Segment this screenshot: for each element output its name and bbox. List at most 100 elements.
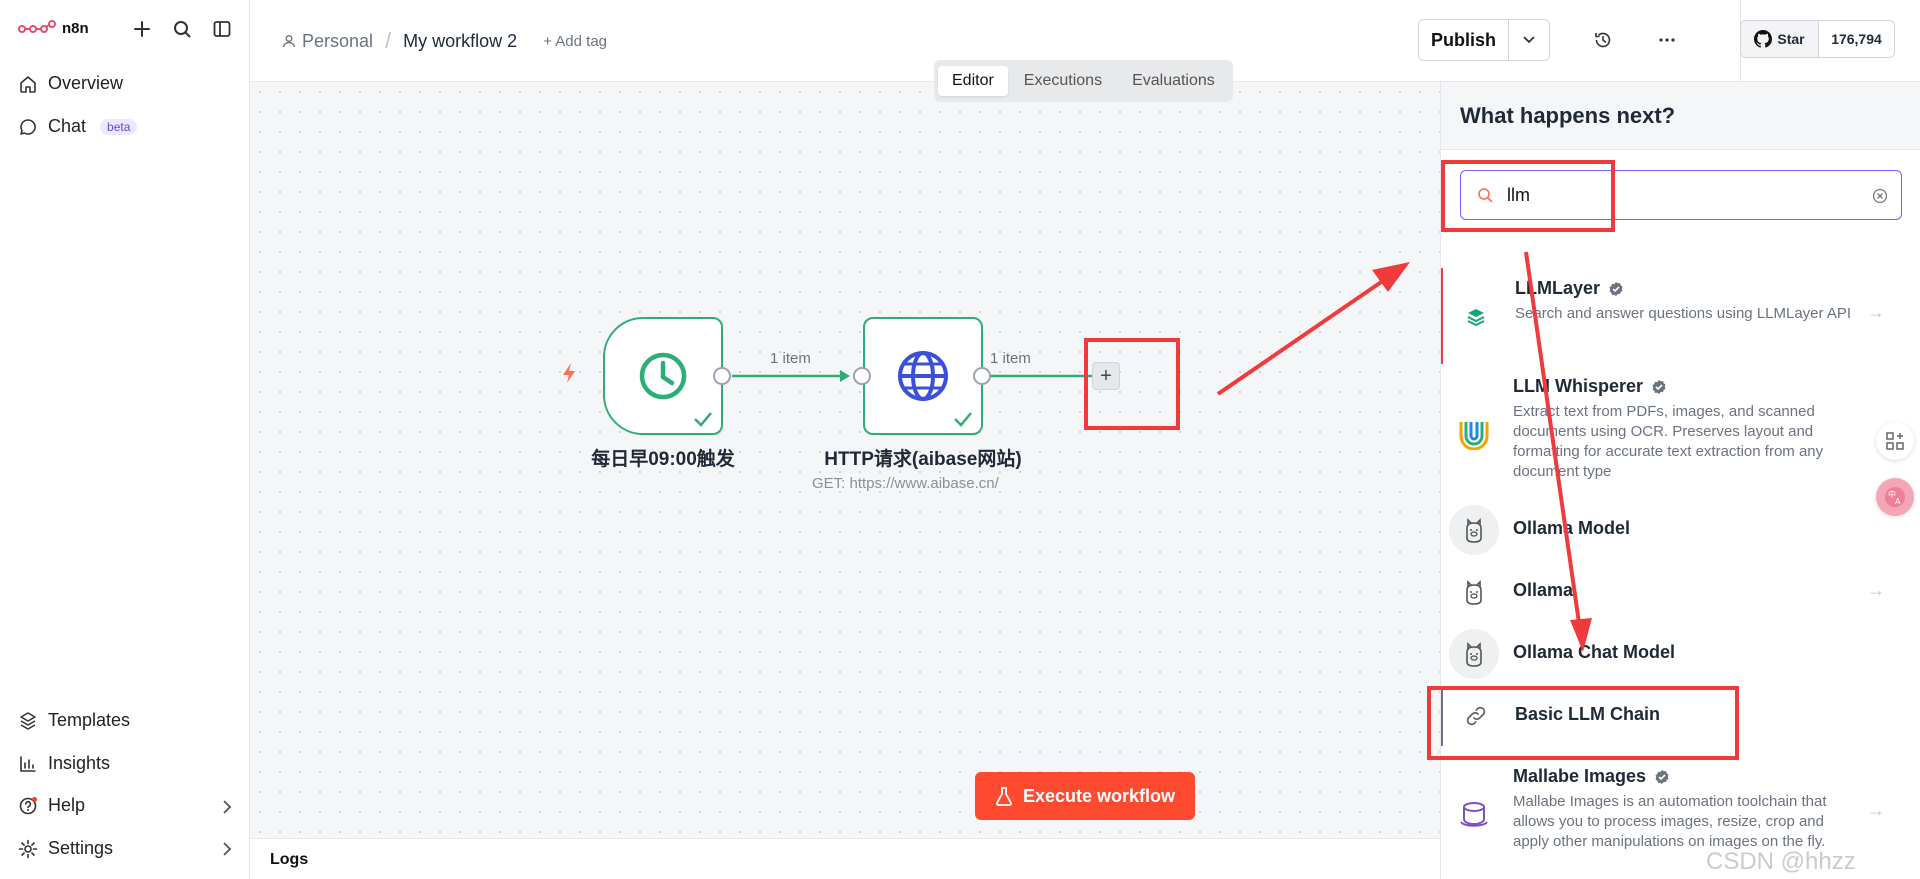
- sidebar-item-insights[interactable]: Insights: [18, 753, 110, 774]
- execute-label: Execute workflow: [1022, 785, 1176, 806]
- view-tabs: Editor Executions Evaluations: [934, 60, 1233, 102]
- settings-icon: [18, 839, 38, 858]
- logs-bar[interactable]: Logs: [250, 838, 1440, 879]
- result-title: Ollama Chat Model: [1513, 642, 1676, 662]
- sidebar-item-label: Chat: [48, 116, 87, 136]
- edge-item-count: 1 item: [770, 350, 811, 367]
- sidebar-item-overview[interactable]: Overview: [18, 73, 123, 94]
- result-title: Mallabe Images: [1513, 766, 1670, 787]
- workflow-name[interactable]: My workflow 2: [403, 30, 518, 51]
- result-title: LLMLayer: [1515, 278, 1624, 299]
- svg-text:A: A: [1895, 497, 1901, 506]
- result-title: LLM Whisperer: [1513, 376, 1667, 397]
- app-name: n8n: [62, 19, 89, 37]
- home-icon: [20, 75, 36, 93]
- verified-icon: [1609, 281, 1623, 296]
- trigger-bolt-icon: [563, 363, 575, 383]
- list-item[interactable]: Mallabe Images Mallabe Images is an auto…: [1441, 762, 1920, 872]
- node-http-request[interactable]: [863, 317, 983, 435]
- llmwhisperer-icon: [1449, 408, 1499, 458]
- history-icon[interactable]: [1592, 29, 1614, 51]
- verified-icon: [1655, 769, 1669, 784]
- list-item[interactable]: Ollama Model: [1441, 500, 1920, 560]
- github-star-button[interactable]: Star 176,794: [1740, 20, 1895, 58]
- link-icon: [1451, 691, 1501, 741]
- result-title: Ollama: [1513, 580, 1574, 600]
- project-link[interactable]: Personal: [282, 31, 373, 52]
- ollama-icon: [1449, 505, 1499, 555]
- arrow-right-icon: →: [1867, 302, 1885, 322]
- publish-button-group: Publish: [1418, 19, 1550, 61]
- insights-icon: [20, 755, 36, 772]
- sidebar-item-label: Help: [48, 795, 86, 815]
- input-handle[interactable]: [853, 367, 871, 385]
- user-icon: [282, 35, 296, 48]
- result-title-text: LLM Whisperer: [1513, 376, 1644, 396]
- list-item[interactable]: Basic LLM Chain: [1441, 686, 1920, 746]
- chevron-down-icon: [1523, 36, 1535, 44]
- list-item[interactable]: Ollama Chat Model: [1441, 624, 1920, 684]
- node-schedule-trigger[interactable]: [603, 317, 723, 435]
- list-item[interactable]: LLMLayer Search and answer questions usi…: [1441, 268, 1920, 364]
- n8n-logo-icon: [18, 20, 56, 33]
- edge-item-count: 1 item: [990, 350, 1031, 367]
- apps-icon[interactable]: [1876, 422, 1914, 460]
- tab-evaluations[interactable]: Evaluations: [1132, 72, 1215, 89]
- result-description: Search and answer questions using LLMLay…: [1515, 305, 1852, 322]
- node-subtitle: GET: https://www.aibase.cn/: [812, 475, 999, 492]
- breadcrumb: Personal / My workflow 2 + Add tag: [282, 28, 607, 54]
- tab-executions[interactable]: Executions: [1023, 72, 1103, 89]
- workflow-canvas[interactable]: Editor Executions Evaluations 1 item 1 i…: [250, 60, 1440, 879]
- search-input[interactable]: [1507, 184, 1867, 206]
- ollama-icon: [1449, 629, 1499, 679]
- sidebar-actions: [131, 18, 233, 40]
- sidebar-item-help[interactable]: Help: [18, 795, 85, 816]
- collapse-sidebar-icon[interactable]: [211, 18, 233, 40]
- result-title-text: LLMLayer: [1515, 278, 1601, 298]
- mallabe-icon: [1449, 790, 1499, 840]
- ollama-icon: [1449, 567, 1499, 617]
- sidebar-item-label: Settings: [48, 838, 114, 858]
- sidebar: n8n Overview Chat beta Templates Insight…: [0, 0, 250, 879]
- sidebar-item-label: Overview: [48, 73, 124, 93]
- clear-search-icon[interactable]: [1871, 187, 1889, 205]
- verified-icon: [1652, 379, 1666, 394]
- search-icon[interactable]: [171, 18, 193, 40]
- star-label: Star: [1777, 31, 1805, 47]
- output-handle[interactable]: [973, 367, 991, 385]
- sidebar-item-chat[interactable]: Chat beta: [18, 116, 138, 137]
- logo-row: n8n: [18, 14, 233, 42]
- result-title-text: Mallabe Images: [1513, 766, 1647, 786]
- add-node-button[interactable]: +: [1092, 362, 1120, 390]
- list-item[interactable]: Ollama →: [1441, 562, 1920, 622]
- chevron-right-icon: [223, 800, 232, 814]
- result-title: Basic LLM Chain: [1515, 704, 1661, 724]
- arrow-right-icon: →: [1867, 580, 1885, 600]
- tab-editor[interactable]: Editor: [938, 66, 1008, 96]
- arrow-right-icon: →: [1867, 800, 1885, 820]
- clock-icon: [639, 352, 687, 400]
- github-star[interactable]: Star: [1741, 21, 1819, 57]
- node-label: HTTP请求(aibase网站): [824, 449, 1022, 470]
- create-icon[interactable]: [131, 18, 153, 40]
- watermark: CSDN @hhzz: [1706, 848, 1856, 875]
- node-creator-panel: What happens next? LLMLayer Search and a…: [1427, 82, 1920, 879]
- sidebar-item-templates[interactable]: Templates: [18, 710, 130, 731]
- success-check-icon: [954, 412, 972, 427]
- result-description: Extract text from PDFs, images, and scan…: [1513, 403, 1824, 480]
- annotation-box: [1084, 338, 1180, 430]
- publish-button[interactable]: Publish: [1419, 20, 1509, 60]
- sidebar-item-settings[interactable]: Settings: [18, 838, 113, 859]
- llmlayer-icon: [1451, 292, 1501, 342]
- annotation-box: [1427, 686, 1739, 760]
- list-item[interactable]: LLM Whisperer Extract text from PDFs, im…: [1441, 368, 1920, 480]
- annotation-box: [1441, 160, 1615, 232]
- panel-title: What happens next?: [1460, 103, 1676, 128]
- output-handle[interactable]: [713, 367, 731, 385]
- execute-workflow-button[interactable]: Execute workflow: [975, 772, 1195, 820]
- more-options-icon[interactable]: [1656, 29, 1678, 51]
- add-tag-button[interactable]: + Add tag: [543, 32, 608, 50]
- templates-icon: [20, 711, 36, 730]
- publish-dropdown[interactable]: [1509, 35, 1549, 45]
